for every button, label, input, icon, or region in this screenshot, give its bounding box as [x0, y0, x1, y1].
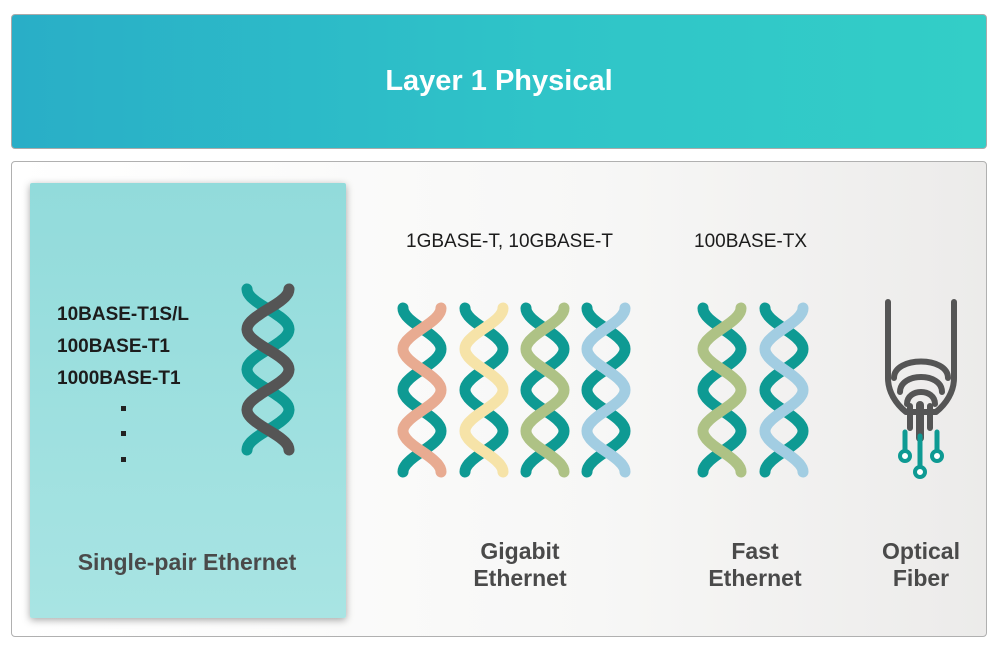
layer1-header: Layer 1 Physical: [11, 14, 987, 149]
ellipsis-dot: [121, 457, 126, 462]
cable-pairs: [241, 283, 809, 478]
strand-color: [241, 283, 295, 456]
twisted-pair-icon: [459, 302, 509, 478]
spe-standard-2: 100BASE-T1: [57, 336, 170, 357]
fast-label: Fast Ethernet: [680, 538, 830, 592]
strand-teal: [459, 302, 509, 478]
strand-color: [759, 302, 809, 478]
strand-teal: [520, 302, 570, 478]
strand-color: [581, 302, 631, 478]
twisted-pair-icon: [520, 302, 570, 478]
gigabit-label: Gigabit Ethernet: [440, 538, 600, 592]
optical-label-line2: Fiber: [892, 565, 950, 591]
optical-label-line1: Optical: [882, 538, 960, 564]
twisted-pair-icon: [241, 283, 295, 456]
strand-color: [697, 302, 747, 478]
gigabit-label-line2: Ethernet: [473, 565, 567, 591]
single-pair-label: Single-pair Ethernet: [77, 549, 297, 575]
optical-label: Optical Fiber: [861, 538, 981, 592]
strand-color: [459, 302, 509, 478]
strand-color: [397, 302, 447, 478]
twisted-pair-icon: [397, 302, 447, 478]
strand-teal: [697, 302, 747, 478]
strand-teal: [397, 302, 447, 478]
twisted-pair-icon: [581, 302, 631, 478]
strand-teal: [581, 302, 631, 478]
fast-label-line2: Ethernet: [708, 565, 802, 591]
fast-standards: 100BASE-TX: [694, 231, 807, 252]
gigabit-label-line1: Gigabit: [480, 538, 560, 564]
spe-standard-1: 10BASE-T1S/L: [57, 304, 189, 325]
spe-standard-3: 1000BASE-T1: [57, 368, 181, 389]
single-pair-card: [30, 183, 346, 618]
strand-teal: [759, 302, 809, 478]
ellipsis-dot: [121, 431, 126, 436]
ellipsis-dot: [121, 406, 126, 411]
strand-teal: [241, 283, 295, 456]
header-title: Layer 1 Physical: [385, 65, 613, 97]
gigabit-standards: 1GBASE-T, 10GBASE-T: [406, 231, 613, 252]
twisted-pair-icon: [759, 302, 809, 478]
strand-color: [520, 302, 570, 478]
fast-label-line1: Fast: [731, 538, 779, 564]
twisted-pair-icon: [697, 302, 747, 478]
optical-fiber-icon: [885, 299, 957, 479]
